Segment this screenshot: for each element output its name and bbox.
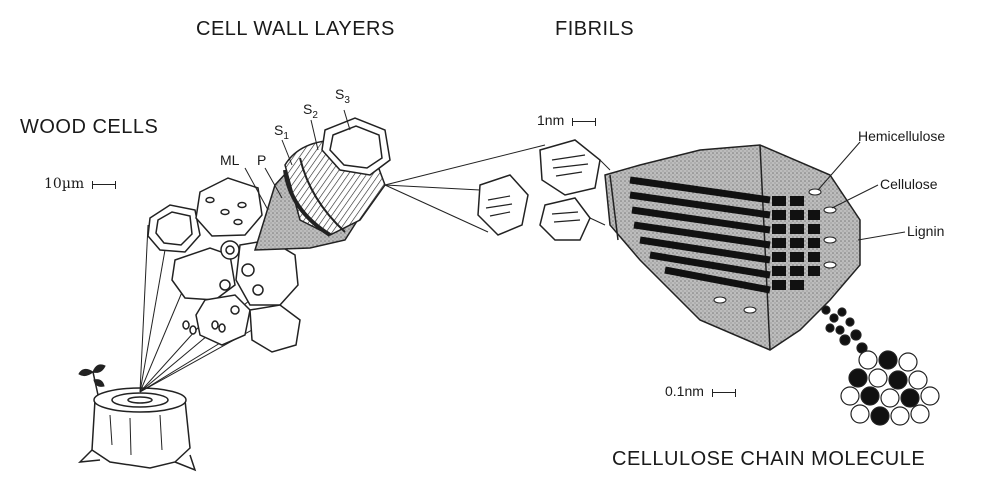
scale-10um: 10µm [44, 176, 116, 192]
layer-label-p: P [257, 152, 266, 168]
layer-label-s2-base: S [303, 101, 312, 117]
cellulose-chain-molecule [822, 306, 939, 425]
scale-bar-icon [712, 389, 736, 397]
layer-label-s1-base: S [274, 122, 283, 138]
scale-0-1nm: 0.1nm [665, 383, 736, 399]
layer-label-s3: S3 [335, 86, 350, 106]
layer-label-s3-sub: 3 [344, 95, 350, 106]
layer-label-ml: ML [220, 152, 239, 168]
fibril-cross-section [605, 145, 860, 350]
scale-10um-label: 10µm [44, 176, 84, 192]
scale-0-1nm-label: 0.1nm [665, 383, 704, 399]
label-lignin: Lignin [907, 223, 944, 239]
sapling-icon [79, 365, 105, 395]
scale-1nm: 1nm [537, 112, 596, 128]
label-hemicellulose: Hemicellulose [858, 128, 945, 144]
scale-bar-icon [92, 181, 116, 189]
tree-stump [80, 388, 195, 470]
layer-label-s2: S2 [303, 101, 318, 121]
layer-label-s1: S1 [274, 122, 289, 142]
layer-label-s3-base: S [335, 86, 344, 102]
wood-cells-title: WOOD CELLS [20, 116, 158, 139]
cellulose-chain-molecule-title: CELLULOSE CHAIN MOLECULE [612, 448, 925, 471]
layer-label-s2-sub: 2 [312, 110, 318, 121]
fibrils-bundle [478, 140, 610, 240]
layer-label-s1-sub: 1 [283, 131, 289, 142]
label-cellulose: Cellulose [880, 176, 938, 192]
cell-wall-layers-title: CELL WALL LAYERS [196, 18, 395, 41]
scale-bar-icon [572, 118, 596, 126]
scale-1nm-label: 1nm [537, 112, 564, 128]
fibrils-title: FIBRILS [555, 18, 634, 41]
